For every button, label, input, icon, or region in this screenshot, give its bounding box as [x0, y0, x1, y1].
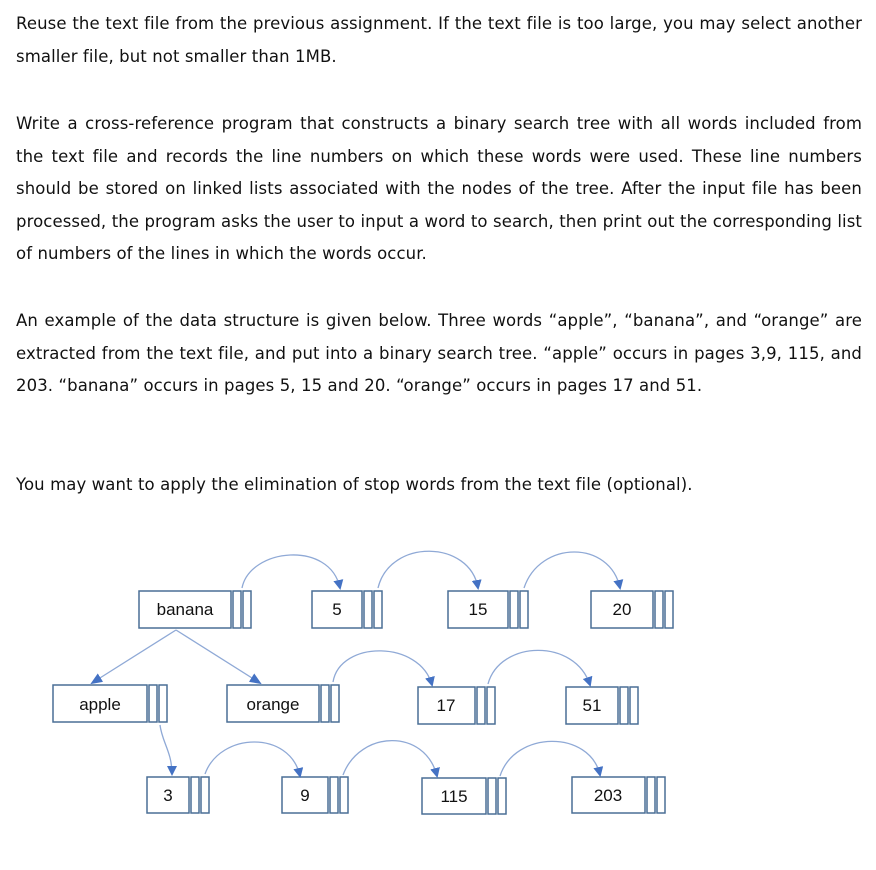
- list-node-9: 9: [281, 776, 349, 814]
- paragraph-cross-reference: Write a cross-reference program that con…: [16, 114, 862, 263]
- tree-edge-banana-apple: [90, 629, 177, 685]
- list-node-203: 203: [571, 776, 666, 814]
- pointer-15-to-20: [523, 551, 624, 590]
- list-node-5: 5: [311, 590, 383, 629]
- tree-node-banana-label: banana: [157, 600, 214, 619]
- list-node-5-label: 5: [332, 600, 341, 619]
- pointer-orange-to-17: [332, 650, 435, 687]
- tree-edges: [90, 629, 262, 685]
- pointer-banana-to-5: [241, 554, 344, 590]
- tree-edge-banana-orange: [175, 629, 262, 685]
- list-node-115-label: 115: [440, 787, 467, 806]
- list-node-17: 17: [417, 686, 496, 725]
- tree-node-orange-label: orange: [247, 695, 300, 714]
- list-node-9-label: 9: [300, 786, 309, 805]
- list-node-115: 115: [421, 777, 507, 815]
- tree-node-orange: orange: [226, 684, 340, 723]
- pointer-3-to-9: [204, 741, 304, 778]
- tree-node-banana: banana: [138, 590, 252, 629]
- pointer-9-to-115: [342, 740, 440, 778]
- paragraph-stop-words: You may want to apply the elimination of…: [16, 475, 693, 494]
- list-node-15: 15: [447, 590, 529, 629]
- paragraph-reuse-file: Reuse the text file from the previous as…: [16, 14, 862, 66]
- list-node-17-label: 17: [437, 696, 456, 715]
- list-node-20-label: 20: [613, 600, 632, 619]
- list-node-3-label: 3: [163, 786, 172, 805]
- list-node-15-label: 15: [469, 600, 488, 619]
- pointer-17-to-51: [487, 649, 593, 687]
- list-pointer-arrows: [159, 550, 624, 778]
- tree-node-apple-label: apple: [79, 695, 121, 714]
- paragraph-example: An example of the data structure is give…: [16, 311, 862, 395]
- list-node-20: 20: [590, 590, 674, 629]
- list-node-51: 51: [565, 686, 639, 725]
- pointer-115-to-203: [499, 740, 604, 777]
- pointer-apple-to-3: [159, 724, 177, 776]
- list-node-3: 3: [146, 776, 210, 814]
- tree-node-apple: apple: [52, 684, 168, 723]
- list-node-203-label: 203: [594, 786, 622, 805]
- list-node-51-label: 51: [583, 696, 602, 715]
- pointer-5-to-15: [377, 550, 482, 590]
